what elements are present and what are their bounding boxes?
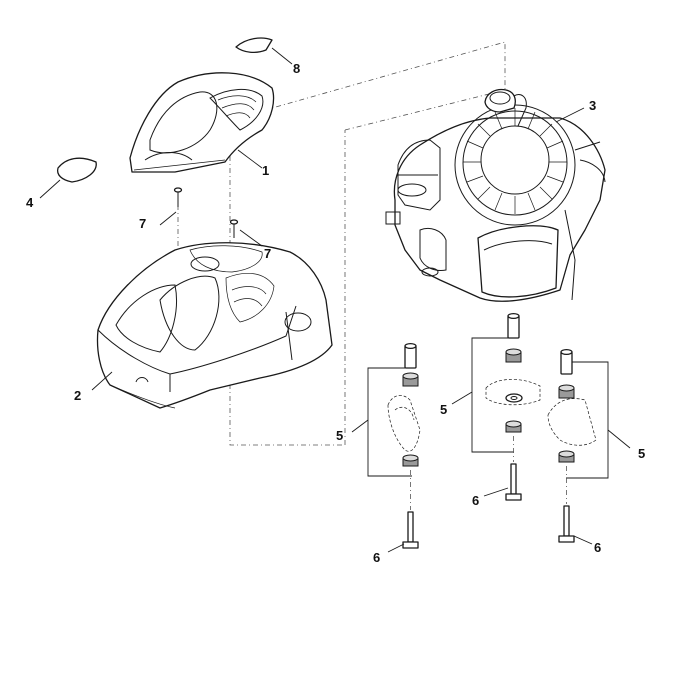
bolt-middle — [505, 463, 522, 501]
rubber-damper-top — [402, 372, 419, 387]
callout-7-right: 7 — [264, 246, 271, 261]
bolt-right — [558, 505, 575, 543]
washer-mid — [505, 393, 523, 403]
mount-group-left — [367, 342, 421, 549]
part-2-lower-hood — [96, 242, 333, 409]
rubber-damper-right-bottom — [558, 450, 575, 463]
leader-lines — [39, 47, 631, 553]
fan-fins — [463, 108, 567, 214]
callout-6-right: 6 — [594, 540, 601, 555]
callout-4: 4 — [26, 195, 34, 210]
callout-5-middle: 5 — [440, 402, 447, 417]
spacer-sleeve-right — [560, 348, 573, 375]
assembly-frame — [177, 41, 506, 446]
spacer-sleeve — [404, 342, 417, 369]
part-1-upper-hood — [129, 72, 275, 173]
callout-6-middle: 6 — [472, 493, 479, 508]
callout-2: 2 — [74, 388, 81, 403]
spacer-sleeve-mid — [507, 312, 520, 339]
mount-group-middle — [471, 312, 541, 501]
rubber-damper-bottom — [402, 454, 419, 467]
callout-8: 8 — [293, 61, 300, 76]
callout-7-left: 7 — [139, 216, 146, 231]
mount-group-right — [547, 348, 609, 543]
callouts: 8 1 3 4 7 7 2 5 5 5 6 6 6 — [26, 61, 645, 565]
callout-6-left: 6 — [373, 550, 380, 565]
rubber-damper-mid-top — [505, 348, 522, 363]
rubber-damper-mid-bottom — [505, 420, 522, 433]
callout-5-right: 5 — [638, 446, 645, 461]
callout-3: 3 — [589, 98, 596, 113]
part-4-lens — [56, 157, 97, 183]
bolt-left — [402, 511, 419, 549]
callout-5-left: 5 — [336, 428, 343, 443]
part-8-cap — [235, 37, 273, 54]
part-3-engine — [385, 88, 606, 302]
rubber-damper-right-top — [558, 384, 575, 399]
callout-1: 1 — [262, 163, 269, 178]
part-7-screw-right — [229, 219, 239, 238]
part-7-screw-left — [173, 187, 183, 207]
